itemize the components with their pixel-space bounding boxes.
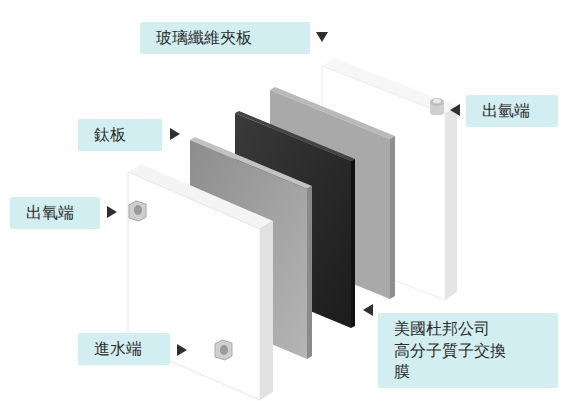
pointer-triangles — [107, 32, 460, 356]
callout-label: 出氧端 — [26, 202, 84, 224]
callout-box: 鈦板 — [78, 119, 162, 151]
callout-label: 美國杜邦公司 高分子質子交換膜 — [394, 318, 511, 383]
oxygen-fitting — [129, 201, 146, 221]
callout-label: 玻璃纖維夾板 — [156, 27, 294, 49]
callout-box: 出氫端 — [466, 95, 558, 127]
callout-box: 進水端 — [78, 333, 170, 365]
callout-label: 進水端 — [94, 338, 154, 360]
hydrogen-fitting — [430, 98, 444, 115]
callout-box: 玻璃纖維夾板 — [140, 22, 310, 54]
callout-label: 出氫端 — [482, 100, 542, 122]
callout-box: 出氧端 — [10, 197, 100, 229]
callout-box: 美國杜邦公司 高分子質子交換膜 — [378, 313, 558, 388]
front-plate — [128, 164, 273, 400]
callout-label: 鈦板 — [94, 124, 146, 146]
water-inlet-fitting — [215, 340, 232, 360]
